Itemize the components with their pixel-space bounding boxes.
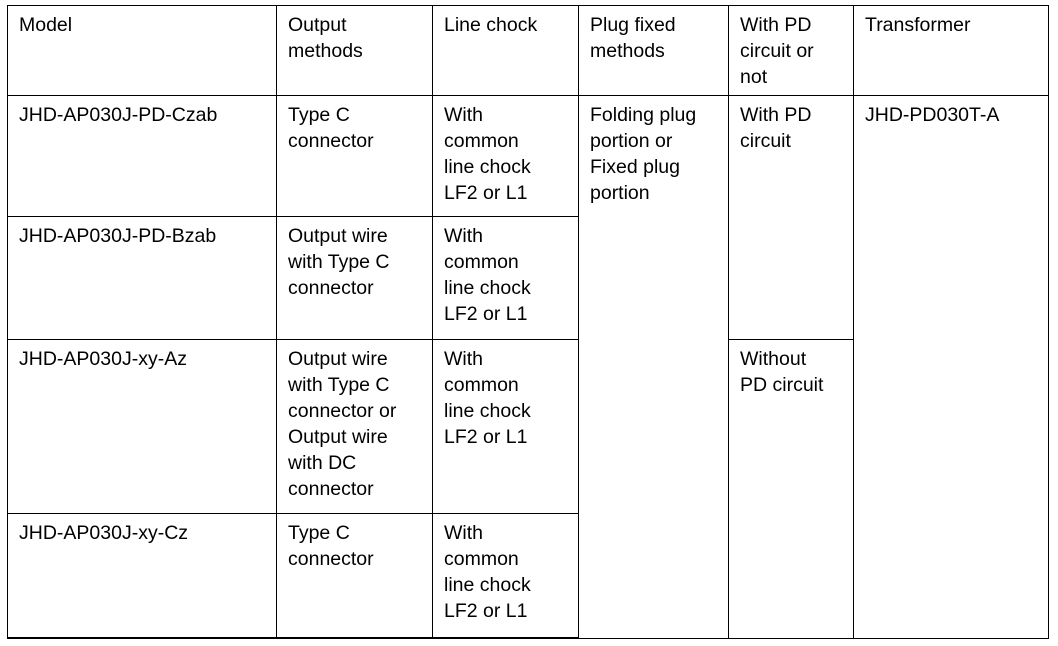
cell-output: Type C connector (276, 513, 433, 639)
table-header-row: Model Output methods Line chock Plug fix… (7, 5, 1049, 96)
column-header-transformer: Transformer (853, 5, 1049, 96)
column-header-pd-circuit: With PD circuit or not (728, 5, 854, 96)
cell-line-chock: With common line chock LF2 or L1 (432, 216, 579, 340)
cell-model: JHD-AP030J-PD-Czab (7, 95, 277, 217)
cell-model: JHD-AP030J-PD-Bzab (7, 216, 277, 340)
cell-plug-fixed-merged: Folding plug portion or Fixed plug porti… (578, 95, 729, 639)
table-row: JHD-AP030J-xy-Az Output wire with Type C… (7, 339, 1049, 639)
column-header-plug-fixed: Plug fixed methods (578, 5, 729, 96)
table-row: JHD-AP030J-xy-Cz Type C connector With c… (7, 513, 1049, 639)
cell-line-chock: With common line chock LF2 or L1 (432, 513, 579, 639)
cell-pd-circuit-without: Without PD circuit (728, 339, 854, 639)
cell-output: Output wire with Type C connector (276, 216, 433, 340)
cell-output: Output wire with Type C connector or Out… (276, 339, 433, 514)
column-header-line-chock: Line chock (432, 5, 579, 96)
table-row: JHD-AP030J-PD-Czab Type C connector With… (7, 95, 1049, 639)
column-header-output: Output methods (276, 5, 433, 96)
cell-transformer-merged: JHD-PD030T-A (853, 95, 1049, 639)
cell-model: JHD-AP030J-xy-Cz (7, 513, 277, 639)
cell-output: Type C connector (276, 95, 433, 217)
cell-line-chock: With common line chock LF2 or L1 (432, 95, 579, 217)
column-header-model: Model (7, 5, 277, 96)
cell-line-chock: With common line chock LF2 or L1 (432, 339, 579, 514)
cell-pd-circuit-with: With PD circuit (728, 95, 854, 340)
model-spec-table: Model Output methods Line chock Plug fix… (7, 5, 1049, 639)
table-row: JHD-AP030J-PD-Bzab Output wire with Type… (7, 216, 1049, 340)
cell-model: JHD-AP030J-xy-Az (7, 339, 277, 514)
